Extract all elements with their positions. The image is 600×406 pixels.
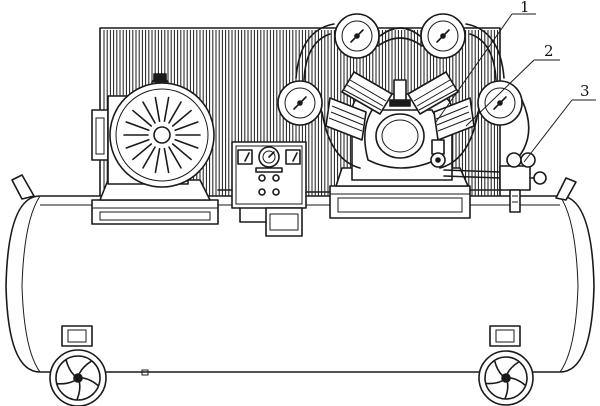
tank-end-tabs xyxy=(11,174,577,201)
air-filter-left xyxy=(277,80,323,126)
cylinder-left-upper xyxy=(341,71,393,115)
pressure-valve-assembly xyxy=(443,152,547,213)
callout-1: 1 xyxy=(435,0,536,123)
left-wheel xyxy=(49,325,107,406)
callout-2-label: 2 xyxy=(544,42,554,60)
center-intake-pipe xyxy=(389,79,411,107)
electric-motor xyxy=(91,73,219,225)
callout-3-label: 3 xyxy=(580,82,590,100)
unloader-valve xyxy=(430,139,446,168)
callout-1-label: 1 xyxy=(520,0,530,16)
tank-fittings xyxy=(217,189,501,193)
callout-2: 2 xyxy=(465,42,560,127)
control-panel xyxy=(231,141,307,237)
cooling-tubes xyxy=(295,23,530,169)
air-filter-top-left xyxy=(334,13,380,59)
callout-3: 3 xyxy=(523,82,596,163)
air-tank xyxy=(5,195,595,376)
air-filter-right xyxy=(477,80,523,126)
cylinder-right-upper xyxy=(407,71,459,115)
air-filter-top-right xyxy=(420,13,466,59)
cylinder-left-lower xyxy=(325,97,367,141)
right-wheel xyxy=(478,325,534,406)
